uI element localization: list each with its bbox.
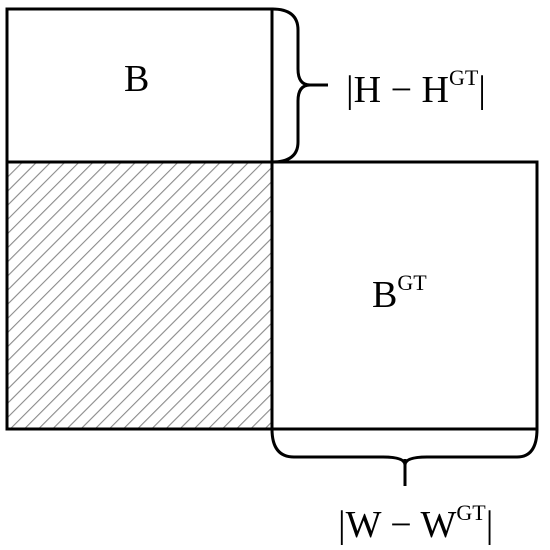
width-var-gt-base: W	[420, 504, 457, 546]
width-var: W	[345, 504, 381, 546]
width-abs-open: |	[338, 504, 346, 546]
predicted-box-label: B	[124, 60, 149, 98]
overlap-region	[5, 160, 274, 431]
ground-truth-box	[270, 160, 539, 431]
ground-truth-box-label-sup: GT	[397, 270, 427, 295]
height-abs-close: |	[478, 69, 486, 111]
ground-truth-box-label-base: B	[372, 274, 398, 316]
predicted-box	[5, 7, 274, 164]
height-minus: −	[381, 69, 422, 111]
height-abs-open: |	[346, 69, 354, 111]
width-abs-close: |	[485, 504, 494, 546]
height-difference-label: |H − HGT|	[346, 67, 486, 111]
height-var-gt-sup: GT	[448, 65, 479, 90]
width-var-gt-sup: GT	[456, 500, 486, 525]
width-minus: −	[380, 504, 421, 546]
ground-truth-box-label: BGT	[372, 272, 427, 316]
width-difference-label: |W − WGT|	[338, 502, 494, 546]
height-var: H	[353, 69, 382, 111]
height-brace	[271, 7, 311, 164]
predicted-box-label-text: B	[124, 58, 150, 100]
height-var-gt-base: H	[421, 69, 449, 111]
